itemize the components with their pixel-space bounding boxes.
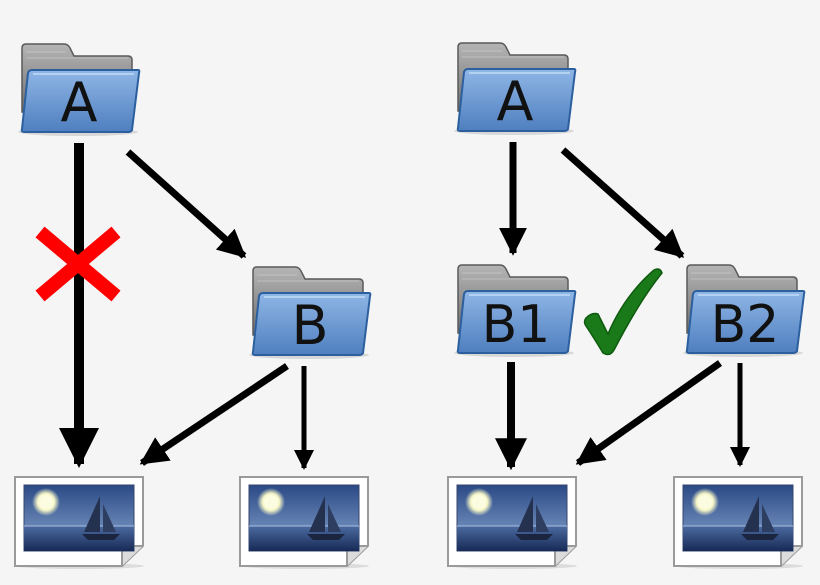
right-arrow-b2-to-image1 [575, 360, 723, 466]
left-folder-a-label: A [61, 71, 98, 134]
right-panel: A B1 B2 [447, 42, 806, 569]
left-folder-b: B [248, 266, 372, 360]
image-file-icon [447, 476, 578, 569]
right-folder-a-label: A [497, 70, 534, 133]
left-panel: A B [14, 43, 372, 569]
right-image-1 [447, 476, 578, 569]
left-image-1 [14, 476, 145, 569]
image-file-icon [239, 476, 370, 569]
image-file-icon [14, 476, 145, 569]
image-file-icon [673, 476, 804, 569]
right-folder-b1-label: B1 [482, 295, 551, 355]
right-folder-a: A [453, 42, 577, 136]
left-arrow-b-to-image1 [139, 363, 289, 466]
left-folder-a: A [17, 43, 141, 137]
left-folder-b-label: B [291, 294, 328, 357]
left-image-2 [239, 476, 370, 569]
cross-icon [35, 226, 121, 302]
right-folder-b2: B2 [682, 264, 806, 358]
right-image-2 [673, 476, 804, 569]
checkmark-icon [583, 268, 663, 356]
right-folder-b2-label: B2 [711, 295, 780, 355]
right-folder-b1: B1 [453, 264, 577, 358]
right-arrow-a-to-b2 [560, 147, 685, 259]
left-arrow-a-to-b [125, 149, 247, 259]
